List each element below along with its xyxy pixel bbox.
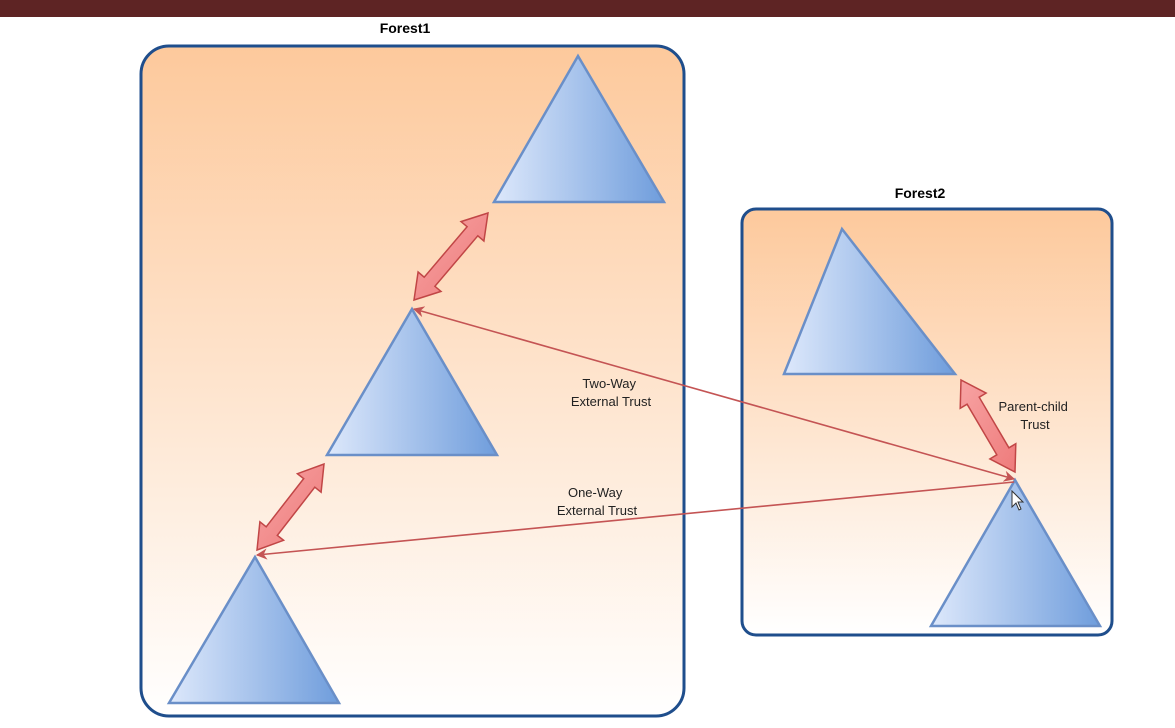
forest1-grandchild-domain-triangle[interactable] [166, 554, 342, 705]
two-way-label-line1: Two-Way [582, 376, 636, 391]
one-way-label-line2: External Trust [557, 503, 638, 518]
parent-child-label-line1: Parent-child [999, 399, 1068, 414]
two-way-trust-label: Two-Way External Trust [571, 376, 652, 409]
one-way-trust-label: One-Way External Trust [557, 485, 638, 518]
mouse-pointer-icon [1011, 489, 1025, 511]
forest2-title: Forest2 [894, 185, 946, 201]
forest1-parent-child-arrow-upper [413, 211, 489, 302]
two-way-external-trust-line [412, 306, 1016, 482]
forest1-parent-child-arrow-lower [256, 462, 325, 552]
two-way-label-line2: External Trust [571, 394, 652, 409]
forest2-child-domain-triangle[interactable] [928, 477, 1103, 628]
top-bar [0, 0, 1175, 17]
parent-child-label-line2: Trust [1020, 417, 1050, 432]
one-way-external-trust-line [255, 481, 1015, 560]
forest1-root-domain-triangle[interactable] [491, 53, 667, 204]
forest1-title: Forest1 [379, 20, 431, 36]
parent-child-trust-label: Parent-child Trust [999, 399, 1072, 432]
one-way-label-line1: One-Way [568, 485, 623, 500]
